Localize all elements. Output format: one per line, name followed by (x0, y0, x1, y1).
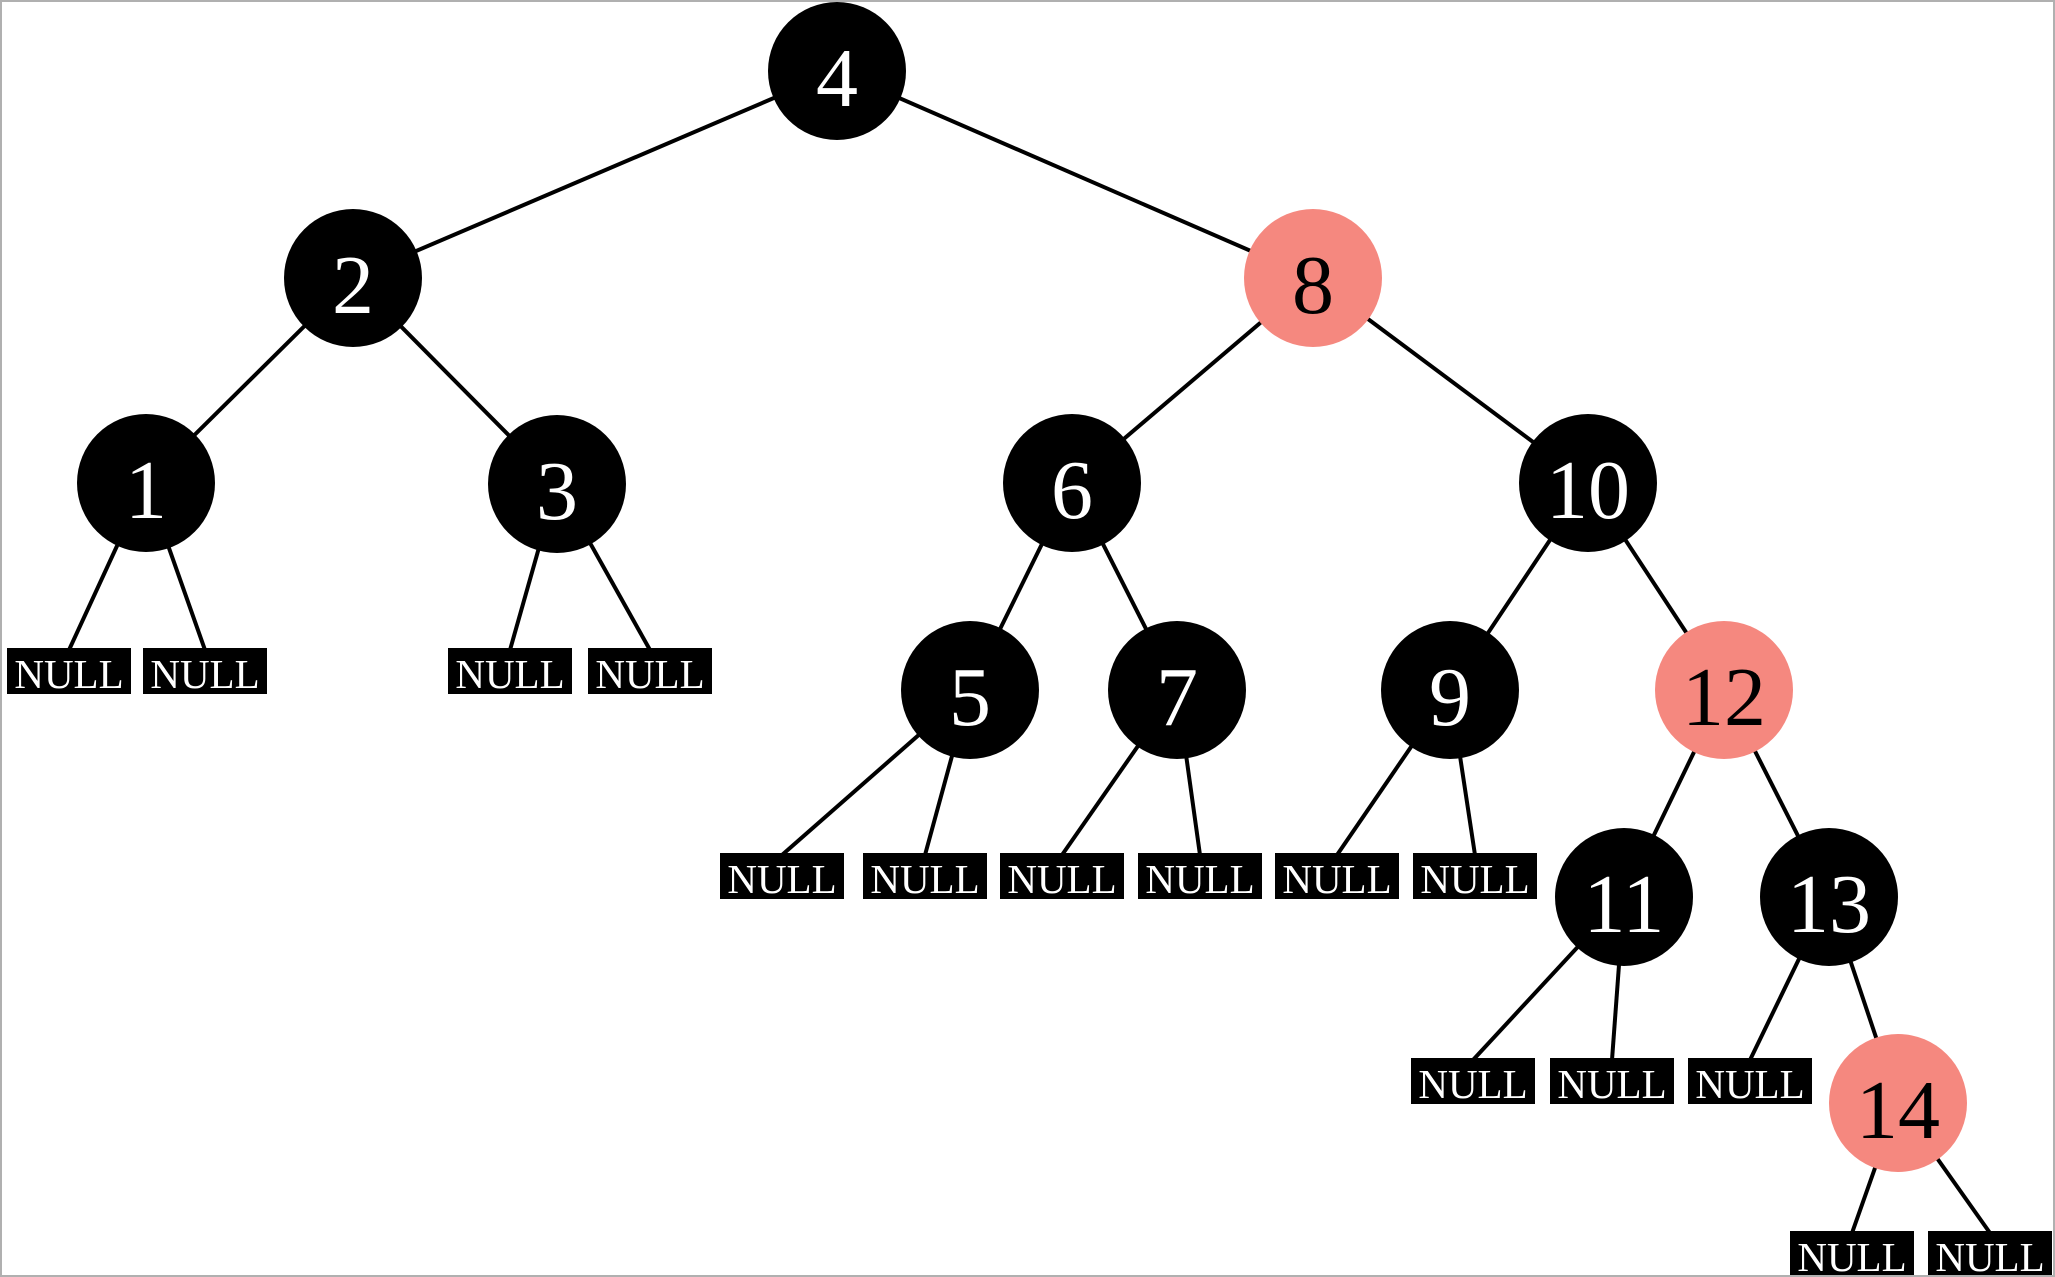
null-leaf-label-n9: NULL (1420, 856, 1529, 902)
tree-node-label-1: 1 (125, 444, 167, 537)
tree-node-label-7: 7 (1156, 651, 1198, 744)
tree-edge-4-2 (352, 69, 838, 280)
tree-node-5-black (901, 621, 1039, 759)
tree-node-7-black (1108, 621, 1246, 759)
tree-node-label-4: 4 (816, 32, 858, 125)
tree-node-label-14: 14 (1856, 1064, 1940, 1157)
null-leaf-label-n8: NULL (1282, 856, 1391, 902)
null-leaf-label-n0: NULL (14, 651, 123, 697)
null-leaf-label-n12: NULL (1695, 1061, 1804, 1107)
tree-node-4-black (768, 2, 906, 140)
null-leaf-box-n6 (1000, 853, 1124, 899)
tree-node-label-6: 6 (1051, 444, 1093, 537)
tree-node-9-black (1381, 621, 1519, 759)
tree-node-label-9: 9 (1429, 651, 1471, 744)
tree-node-label-13: 13 (1787, 858, 1871, 951)
tree-edge-4-8 (836, 69, 1314, 280)
tree-node-6-black (1003, 414, 1141, 552)
null-leaf-label-n3: NULL (595, 651, 704, 697)
tree-node-2-black (284, 209, 422, 347)
null-leaf-label-n4: NULL (727, 856, 836, 902)
null-leaf-box-n7 (1138, 853, 1262, 899)
null-leaf-label-n2: NULL (455, 651, 564, 697)
null-leaf-box-n8 (1275, 853, 1399, 899)
tree-node-11-black (1555, 828, 1693, 966)
tree-node-label-5: 5 (949, 651, 991, 744)
null-leaf-box-n0 (7, 648, 131, 694)
null-leaf-box-n11 (1550, 1058, 1674, 1104)
null-leaf-box-n1 (143, 648, 267, 694)
tree-node-8-red (1244, 209, 1382, 347)
tree-node-label-11: 11 (1584, 858, 1665, 951)
null-leaf-label-n6: NULL (1007, 856, 1116, 902)
null-leaf-label-n14: NULL (1935, 1234, 2044, 1277)
null-leaf-label-n1: NULL (150, 651, 259, 697)
null-leaf-label-n13: NULL (1797, 1234, 1906, 1277)
null-leaf-label-n5: NULL (870, 856, 979, 902)
tree-node-12-red (1655, 621, 1793, 759)
null-leaf-box-n14 (1928, 1231, 2052, 1275)
tree-node-3-black (488, 415, 626, 553)
tree-node-1-black (77, 414, 215, 552)
null-leaf-box-n9 (1413, 853, 1537, 899)
tree-node-14-red (1829, 1034, 1967, 1172)
tree-node-label-3: 3 (536, 445, 578, 538)
null-leaf-box-n12 (1688, 1058, 1812, 1104)
tree-node-label-8: 8 (1292, 239, 1334, 332)
null-leaf-label-n10: NULL (1418, 1061, 1527, 1107)
null-leaf-box-n4 (720, 853, 844, 899)
null-leaf-box-n13 (1790, 1231, 1914, 1275)
null-leaf-label-n11: NULL (1557, 1061, 1666, 1107)
null-leaf-box-n3 (588, 648, 712, 694)
tree-node-label-12: 12 (1682, 651, 1766, 744)
null-leaf-box-n2 (448, 648, 572, 694)
null-leaf-box-n10 (1411, 1058, 1535, 1104)
tree-node-13-black (1760, 828, 1898, 966)
null-leaf-box-n5 (863, 853, 987, 899)
tree-node-10-black (1519, 414, 1657, 552)
tree-node-label-2: 2 (332, 239, 374, 332)
tree-node-label-10: 10 (1546, 444, 1630, 537)
null-leaf-label-n7: NULL (1145, 856, 1254, 902)
